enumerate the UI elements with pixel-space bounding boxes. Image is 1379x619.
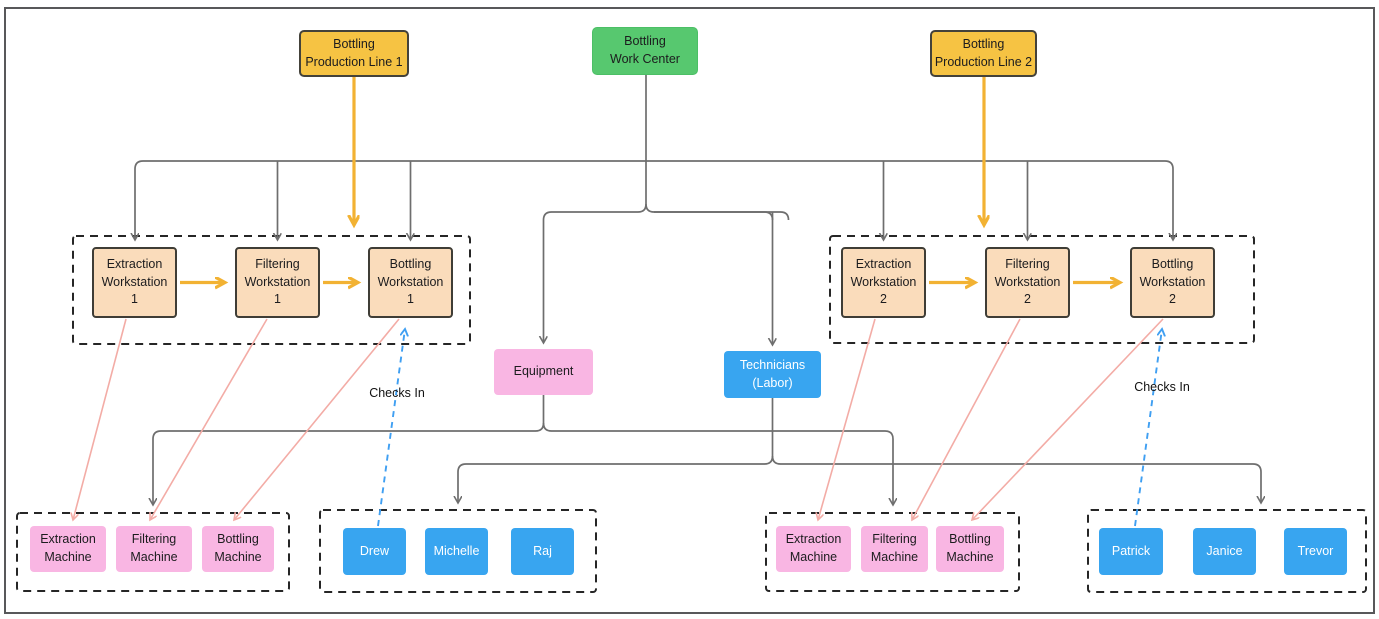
node-label: Workstation <box>994 274 1061 289</box>
node-label: Bottling <box>949 532 991 547</box>
node-label: Production Line 1 <box>305 54 403 69</box>
node-production-line-1: Bottling Production Line 1 <box>299 30 409 77</box>
node-raj: Raj <box>511 528 574 575</box>
node-label: Equipment <box>513 364 574 379</box>
gray-edges <box>135 75 1261 505</box>
node-label: 2 <box>1024 292 1031 307</box>
node-label: Extraction <box>40 532 96 547</box>
node-label: Bottling <box>624 34 666 49</box>
node-label: Raj <box>533 543 552 558</box>
node-label: Bottling <box>1151 256 1194 271</box>
node-label: 2 <box>880 292 887 307</box>
node-label: Machine <box>214 550 262 564</box>
node-label: Workstation <box>377 274 444 289</box>
technician-group-2-container <box>1087 509 1367 593</box>
checkin-edges <box>377 329 1162 527</box>
node-filtering-workstation-1: Filtering Workstation 1 <box>235 247 320 318</box>
technician-group-1-container <box>319 509 597 593</box>
machine-group-2-container <box>765 512 1020 592</box>
node-work-center: Bottling Work Center <box>592 27 698 75</box>
node-production-line-2: Bottling Production Line 2 <box>930 30 1037 77</box>
node-bottling-machine-2: Bottling Machine <box>936 526 1004 572</box>
node-label: Filtering <box>131 532 177 547</box>
node-label: Filtering <box>872 532 917 547</box>
checks-in-label-left: Checks In <box>369 386 425 400</box>
node-label: Bottling <box>217 532 259 547</box>
node-label: Extraction <box>785 532 842 547</box>
node-label: Workstation <box>1139 274 1206 289</box>
node-trevor: Trevor <box>1284 528 1347 575</box>
node-bottling-machine-1: Bottling Machine <box>202 526 274 572</box>
node-equipment: Equipment <box>494 349 593 395</box>
node-technicians-labor: Technicians (Labor) <box>724 351 821 398</box>
yellow-edges <box>180 77 1119 283</box>
node-patrick: Patrick <box>1099 528 1163 575</box>
node-bottling-workstation-1: Bottling Workstation 1 <box>368 247 453 318</box>
node-extraction-machine-2: Extraction Machine <box>776 526 851 572</box>
node-label: Technicians <box>739 357 806 372</box>
node-label: Michelle <box>433 543 480 558</box>
pink-edges <box>73 318 1164 520</box>
node-janice: Janice <box>1193 528 1256 575</box>
node-label: Machine <box>870 550 919 564</box>
node-label: Machine <box>130 550 178 564</box>
node-label: Bottling <box>333 36 375 51</box>
node-label: Machine <box>946 550 994 564</box>
node-label: Extraction <box>106 256 163 271</box>
node-label: Janice <box>1206 543 1243 558</box>
node-label: Work Center <box>610 52 680 66</box>
node-label: Filtering <box>1005 256 1050 271</box>
node-extraction-workstation-1: Extraction Workstation 1 <box>92 247 177 318</box>
node-label: Workstation <box>101 274 168 289</box>
checks-in-label-right: Checks In <box>1134 380 1190 394</box>
node-label: Drew <box>359 543 390 558</box>
node-label: (Labor) <box>752 375 793 390</box>
node-label: Trevor <box>1297 543 1334 558</box>
node-label: Machine <box>789 550 838 564</box>
node-filtering-workstation-2: Filtering Workstation 2 <box>985 247 1070 318</box>
node-extraction-machine-1: Extraction Machine <box>30 526 106 572</box>
node-label: Filtering <box>255 256 300 271</box>
workstation-group-2-container <box>829 235 1255 344</box>
node-label: Patrick <box>1111 543 1151 558</box>
node-label: 1 <box>407 292 414 307</box>
node-michelle: Michelle <box>425 528 488 575</box>
node-label: Extraction <box>855 256 912 271</box>
node-bottling-workstation-2: Bottling Workstation 2 <box>1130 247 1215 318</box>
node-filtering-machine-2: Filtering Machine <box>861 526 928 572</box>
node-label: 1 <box>131 292 138 307</box>
node-label: Bottling <box>962 36 1005 51</box>
node-label: 2 <box>1169 292 1176 307</box>
node-drew: Drew <box>343 528 406 575</box>
node-label: Workstation <box>244 274 311 289</box>
node-label: Bottling <box>389 256 432 271</box>
node-extraction-workstation-2: Extraction Workstation 2 <box>841 247 926 318</box>
node-label: 1 <box>274 292 281 307</box>
node-label: Production Line 2 <box>934 54 1033 69</box>
node-label: Workstation <box>850 274 917 289</box>
node-label: Machine <box>44 550 92 564</box>
node-filtering-machine-1: Filtering Machine <box>116 526 192 572</box>
